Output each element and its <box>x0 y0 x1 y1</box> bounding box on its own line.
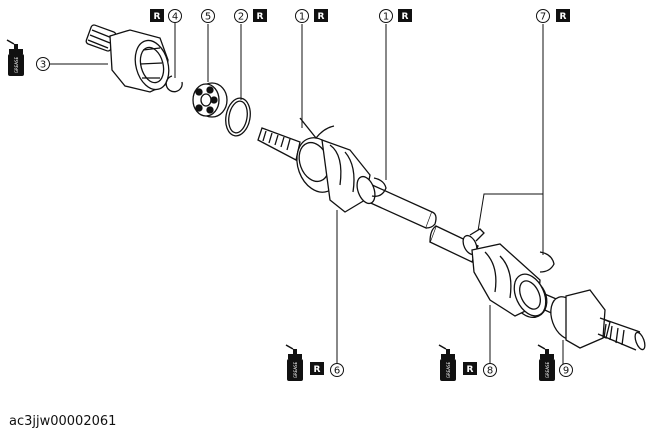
grease-can-label: GREASE <box>14 56 19 73</box>
grease-can-icon: GREASE <box>6 39 25 77</box>
inner-joint-housing <box>550 289 646 351</box>
replace-badge: R <box>556 9 570 22</box>
callout-1a: 1 <box>295 9 309 23</box>
grease-can-icon: GREASE <box>285 344 304 382</box>
callout-number: 1 <box>383 12 389 23</box>
callout-1b: 1 <box>379 9 393 23</box>
badge-letter: R <box>314 365 321 375</box>
callout-number: 8 <box>487 366 493 377</box>
callout-9: 9 <box>559 363 573 377</box>
leader-lines <box>36 23 564 368</box>
callout-4: 4 <box>168 9 182 23</box>
replace-badge: R <box>253 9 267 22</box>
callout-number: 5 <box>205 12 211 23</box>
badge-letter: R <box>257 12 264 22</box>
outer-joint-housing <box>85 24 170 93</box>
replace-badge: R <box>463 362 477 375</box>
grease-can-label: GREASE <box>545 361 550 378</box>
replace-badge: R <box>314 9 328 22</box>
callout-number: 2 <box>238 12 244 23</box>
callout-number: 9 <box>563 366 569 377</box>
callout-number: 4 <box>172 12 178 23</box>
callout-8: 8 <box>483 363 497 377</box>
badge-letter: R <box>154 12 161 22</box>
callout-5: 5 <box>201 9 215 23</box>
badge-letter: R <box>402 12 409 22</box>
outboard-boot <box>471 243 547 317</box>
replace-badge: R <box>150 9 164 22</box>
grease-can-icon: GREASE <box>537 344 556 382</box>
boot-band-small <box>371 177 387 197</box>
grease-can-icon: GREASE <box>438 344 457 382</box>
badge-letter: R <box>318 12 325 22</box>
callout-number: 1 <box>299 12 305 23</box>
joint-bearing <box>192 82 228 118</box>
callout-3: 3 <box>36 57 50 71</box>
callout-2: 2 <box>234 9 248 23</box>
grease-can-label: GREASE <box>446 361 451 378</box>
snap-ring <box>165 75 183 93</box>
replace-badge: R <box>310 362 324 375</box>
callout-number: 3 <box>40 60 46 71</box>
replace-badge: R <box>398 9 412 22</box>
badge-letter: R <box>467 365 474 375</box>
grease-can-label: GREASE <box>293 361 298 378</box>
figure-id: ac3jjw00002061 <box>9 414 117 429</box>
callout-6: 6 <box>330 363 344 377</box>
badge-letter: R <box>560 12 567 22</box>
inboard-boot <box>296 117 376 213</box>
callout-number: 7 <box>540 12 546 23</box>
callout-number: 6 <box>334 366 340 377</box>
callout-7: 7 <box>536 9 550 23</box>
circlip <box>225 97 251 137</box>
